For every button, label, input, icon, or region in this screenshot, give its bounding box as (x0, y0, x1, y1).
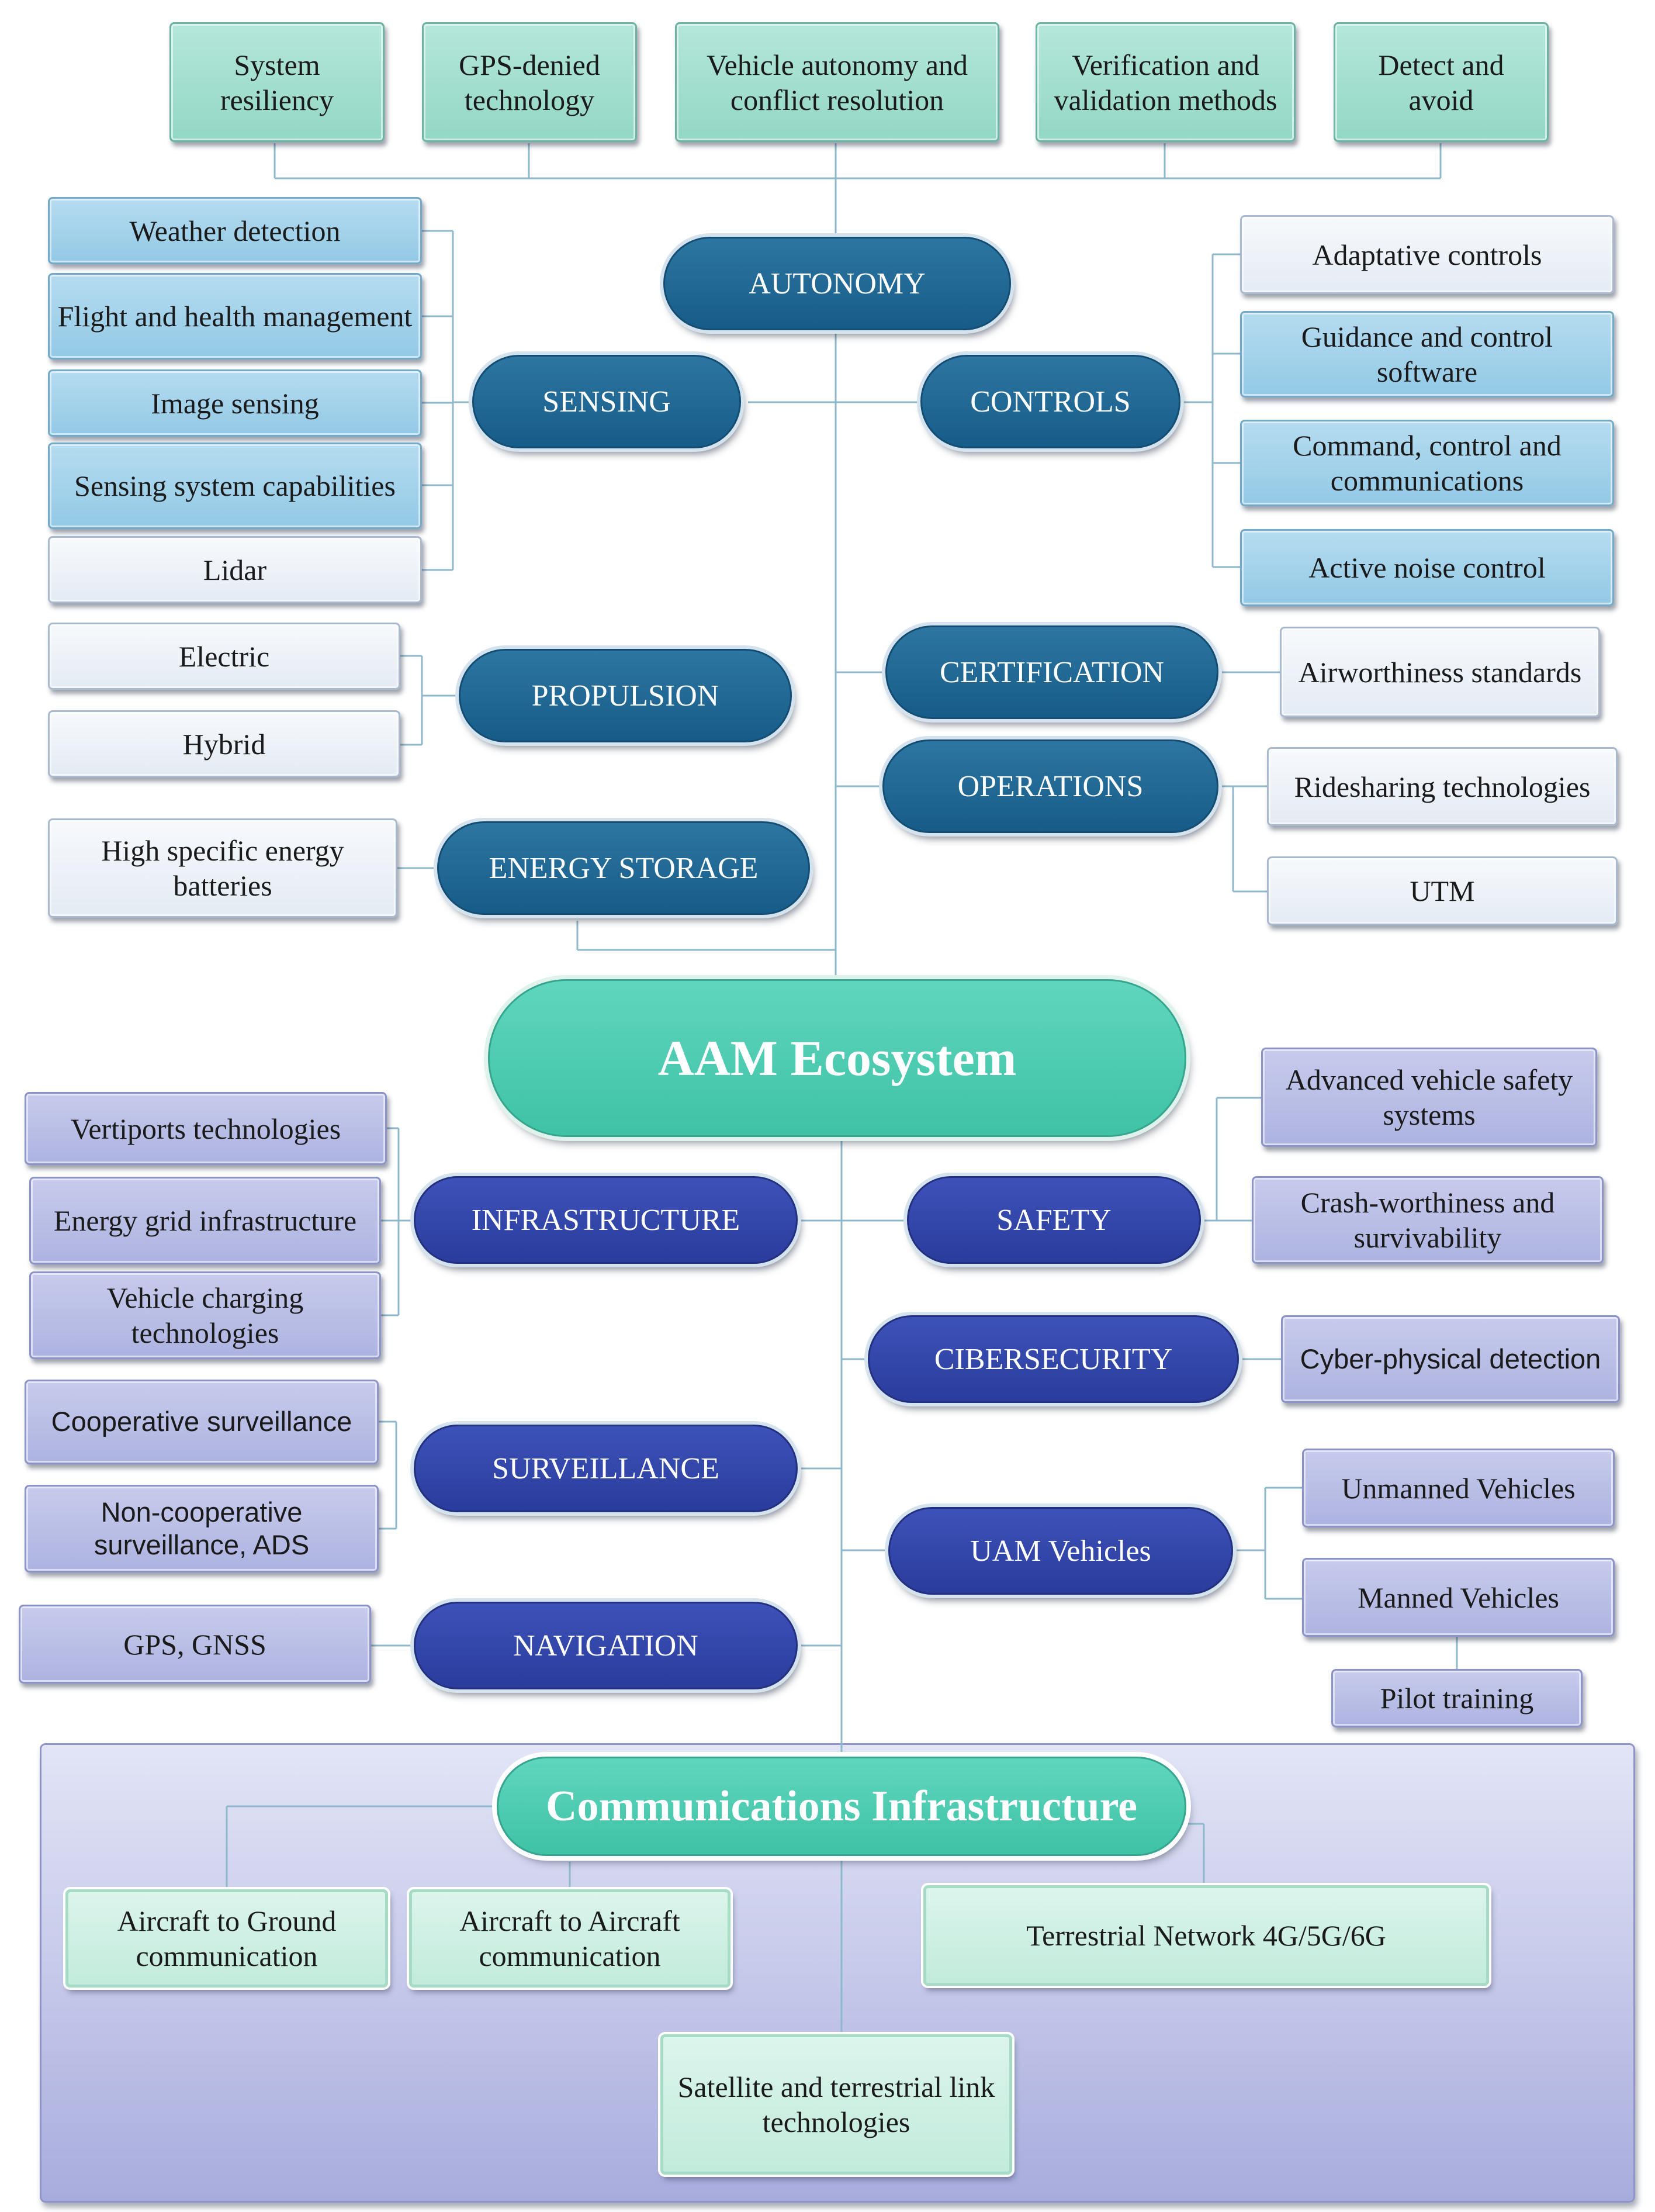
node-cyber-physical-detection: Cyber-physical detection (1281, 1315, 1620, 1403)
node-adaptative-controls: Adaptative controls (1240, 215, 1614, 294)
operations-pill: OPERATIONS (882, 739, 1218, 833)
node-guidance-control-software: Guidance and control software (1240, 311, 1614, 398)
node-detect-and-avoid: Detect and avoid (1334, 22, 1549, 142)
infrastructure-pill: INFRASTRUCTURE (414, 1176, 798, 1264)
uam-vehicles-pill: UAM Vehicles (888, 1507, 1233, 1595)
node-advanced-vehicle-safety-systems: Advanced vehicle safety systems (1261, 1048, 1597, 1147)
node-aircraft-to-aircraft: Aircraft to Aircraft communication (409, 1889, 730, 1988)
node-vehicle-autonomy: Vehicle autonomy and conflict resolution (675, 22, 999, 142)
autonomy-pill: AUTONOMY (663, 237, 1011, 330)
energy-storage-pill: ENERGY STORAGE (437, 821, 810, 915)
aam-ecosystem-hub: AAM Ecosystem (488, 979, 1186, 1137)
controls-pill: CONTROLS (920, 355, 1180, 448)
node-image-sensing: Image sensing (48, 369, 422, 437)
node-flight-health-management: Flight and health management (48, 273, 422, 360)
node-utm: UTM (1267, 856, 1618, 925)
node-airworthiness-standards: Airworthiness standards (1280, 627, 1600, 717)
surveillance-pill: SURVEILLANCE (414, 1425, 798, 1512)
node-satellite-terrestrial-link: Satellite and terrestrial link technolog… (660, 2034, 1012, 2175)
node-system-resiliency: System resiliency (169, 22, 385, 142)
navigation-pill: NAVIGATION (414, 1602, 798, 1689)
node-non-cooperative-surveillance: Non-cooperative surveillance, ADS (25, 1485, 379, 1572)
node-crash-worthiness-survivability: Crash-worthiness and survivability (1252, 1176, 1604, 1264)
node-vehicle-charging-technologies: Vehicle charging technologies (29, 1271, 381, 1359)
node-manned-vehicles: Manned Vehicles (1302, 1558, 1615, 1637)
node-terrestrial-network: Terrestrial Network 4G/5G/6G (923, 1885, 1489, 1986)
node-verification-validation: Verification and validation methods (1036, 22, 1296, 142)
node-command-control-communications: Command, control and communications (1240, 420, 1614, 506)
safety-pill: SAFETY (907, 1176, 1201, 1264)
node-ridesharing-technologies: Ridesharing technologies (1267, 747, 1618, 826)
node-cooperative-surveillance: Cooperative surveillance (25, 1380, 379, 1464)
node-weather-detection: Weather detection (48, 197, 422, 264)
node-gps-denied-technology: GPS-denied technology (422, 22, 637, 142)
cybersecurity-pill: CIBERSECURITY (868, 1315, 1239, 1403)
propulsion-pill: PROPULSION (459, 649, 792, 742)
node-sensing-system-capabilities: Sensing system capabilities (48, 443, 422, 529)
certification-pill: CERTIFICATION (885, 625, 1218, 719)
node-lidar: Lidar (48, 536, 422, 603)
sensing-pill: SENSING (472, 355, 741, 448)
node-aircraft-to-ground: Aircraft to Ground communication (65, 1889, 388, 1988)
node-electric: Electric (48, 623, 400, 690)
node-hybrid: Hybrid (48, 710, 400, 777)
node-gps-gnss: GPS, GNSS (19, 1605, 371, 1684)
communications-infrastructure-pill: Communications Infrastructure (497, 1757, 1186, 1856)
node-vertiports-technologies: Vertiports technologies (25, 1092, 387, 1165)
node-energy-grid-infrastructure: Energy grid infrastructure (29, 1177, 381, 1264)
node-pilot-training: Pilot training (1331, 1669, 1583, 1727)
node-unmanned-vehicles: Unmanned Vehicles (1302, 1449, 1615, 1527)
node-high-specific-energy-batteries: High specific energy batteries (48, 818, 397, 918)
node-active-noise-control: Active noise control (1240, 529, 1614, 606)
